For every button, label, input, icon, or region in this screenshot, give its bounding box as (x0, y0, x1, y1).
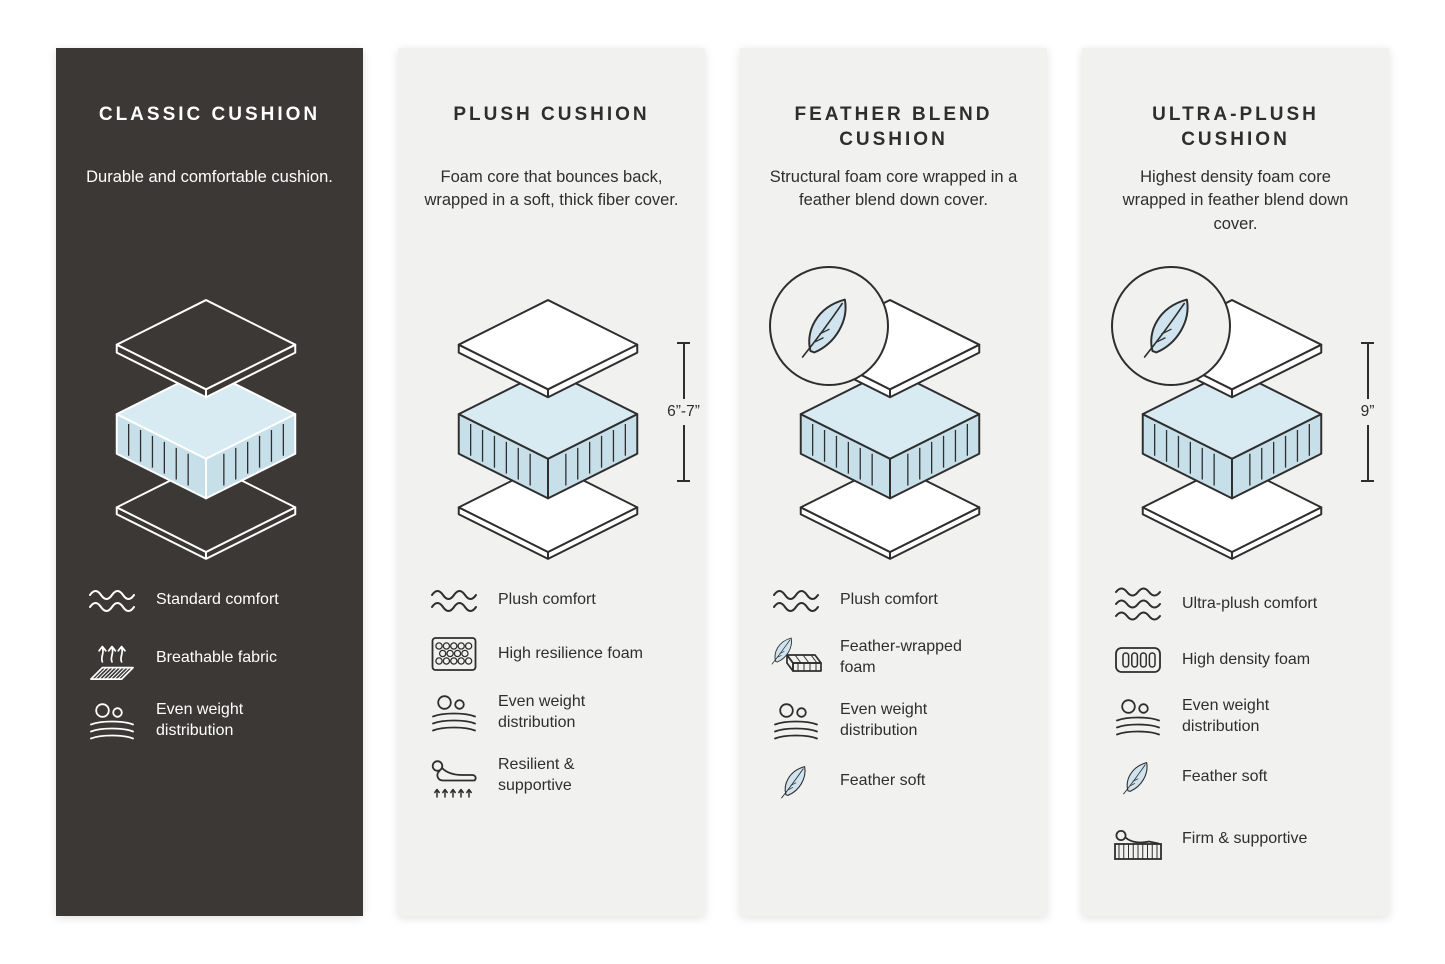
panel-description: Highest density foam core wrapped in fea… (1122, 168, 1349, 233)
waves-3-icon (1112, 584, 1164, 624)
feature-item: Even weight distribution (1112, 696, 1359, 738)
feature-item: Standard comfort (86, 584, 333, 616)
dimension-label: 9” (1357, 399, 1378, 425)
feature-item: Even weight distribution (770, 700, 1017, 742)
even-weight-icon (1112, 696, 1164, 738)
feature-label: Ultra-plush comfort (1182, 594, 1318, 612)
feature-item: Even weight distribution (86, 700, 333, 742)
waves-icon (770, 584, 822, 616)
high-density-foam-icon (1112, 643, 1164, 677)
layered-cushion-illustration (429, 292, 667, 562)
panel-description: Durable and comfortable cushion. (86, 168, 333, 186)
dimension-label: 6”-7” (664, 399, 703, 425)
feature-item: Resilient & supportive (428, 753, 675, 799)
feature-label: Plush comfort (840, 590, 938, 608)
panel-title: PLUSH CUSHION (453, 104, 650, 125)
feature-item: Even weight distribution (428, 692, 675, 734)
feature-label: Even weight distribution (1182, 697, 1270, 735)
feature-item: Feather soft (770, 761, 1017, 801)
feature-list: Plush comfort High resilience foam Even … (424, 584, 679, 799)
feature-list: Standard comfort Breathable fabric Even … (82, 584, 337, 742)
feature-item: Feather soft (1112, 757, 1359, 797)
feather-icon (1112, 757, 1164, 797)
feature-label: Even weight distribution (156, 701, 244, 739)
panel-ultra-plush-cushion: ULTRA-PLUSH CUSHION Highest density foam… (1082, 48, 1389, 916)
panel-classic-cushion: CLASSIC CUSHION Durable and comfortable … (56, 48, 363, 916)
firm-supportive-icon (1112, 816, 1164, 862)
resilient-supportive-icon (428, 753, 480, 799)
feature-label: Feather soft (1182, 767, 1268, 785)
feature-label: Resilient & supportive (498, 756, 575, 794)
height-dimension-marker: 9” (1357, 342, 1378, 482)
layered-cushion-illustration (87, 292, 325, 562)
feather-wrapped-foam-icon (770, 635, 822, 681)
cushion-diagram: 9” (1110, 266, 1378, 568)
feature-item: Plush comfort (770, 584, 1017, 616)
feather-badge (768, 266, 889, 386)
feature-item: High density foam (1112, 643, 1359, 677)
height-dimension-marker: 6”-7” (664, 342, 703, 482)
feature-list: Plush comfort Feather-wrapped foam Even … (766, 584, 1021, 801)
feature-item: High resilience foam (428, 635, 675, 673)
feather-icon (796, 293, 862, 359)
even-weight-icon (770, 700, 822, 742)
panel-description: Structural foam core wrapped in a feathe… (769, 168, 1018, 210)
even-weight-icon (428, 692, 480, 734)
feather-icon (1138, 293, 1204, 359)
cushion-diagram: 6”-7” (427, 276, 703, 568)
panel-feather-blend-cushion: FEATHER BLEND CUSHION Structural foam co… (740, 48, 1047, 916)
even-weight-icon (86, 700, 138, 742)
feature-item: Breathable fabric (86, 635, 333, 681)
breathable-fabric-icon (86, 635, 138, 681)
panel-description: Foam core that bounces back, wrapped in … (424, 168, 679, 210)
feature-label: Standard comfort (156, 590, 279, 608)
feature-label: High resilience foam (498, 644, 643, 662)
feature-label: Even weight distribution (498, 693, 586, 731)
feature-item: Feather-wrapped foam (770, 635, 1017, 681)
feature-label: Feather soft (840, 771, 926, 789)
waves-icon (86, 584, 138, 616)
panel-plush-cushion: PLUSH CUSHION Foam core that bounces bac… (398, 48, 705, 916)
feature-item: Firm & supportive (1112, 816, 1359, 862)
cushion-diagram (85, 276, 335, 568)
cushion-diagram (768, 266, 1019, 568)
feature-label: High density foam (1182, 650, 1311, 668)
panel-title: FEATHER BLEND CUSHION (794, 104, 993, 151)
panel-title: CLASSIC CUSHION (98, 104, 321, 125)
feature-label: Feather-wrapped foam (840, 638, 962, 676)
feature-label: Even weight distribution (840, 701, 928, 739)
feature-label: Firm & supportive (1182, 829, 1308, 847)
feature-item: Plush comfort (428, 584, 675, 616)
feather-badge (1110, 266, 1231, 386)
waves-icon (428, 584, 480, 616)
feature-list: Ultra-plush comfort High density foam Ev… (1108, 584, 1363, 862)
honeycomb-foam-icon (428, 635, 480, 673)
feature-label: Breathable fabric (156, 648, 277, 666)
feather-icon (770, 761, 822, 801)
panel-title: ULTRA-PLUSH CUSHION (1152, 104, 1319, 151)
feature-label: Plush comfort (498, 590, 596, 608)
feature-item: Ultra-plush comfort (1112, 584, 1359, 624)
